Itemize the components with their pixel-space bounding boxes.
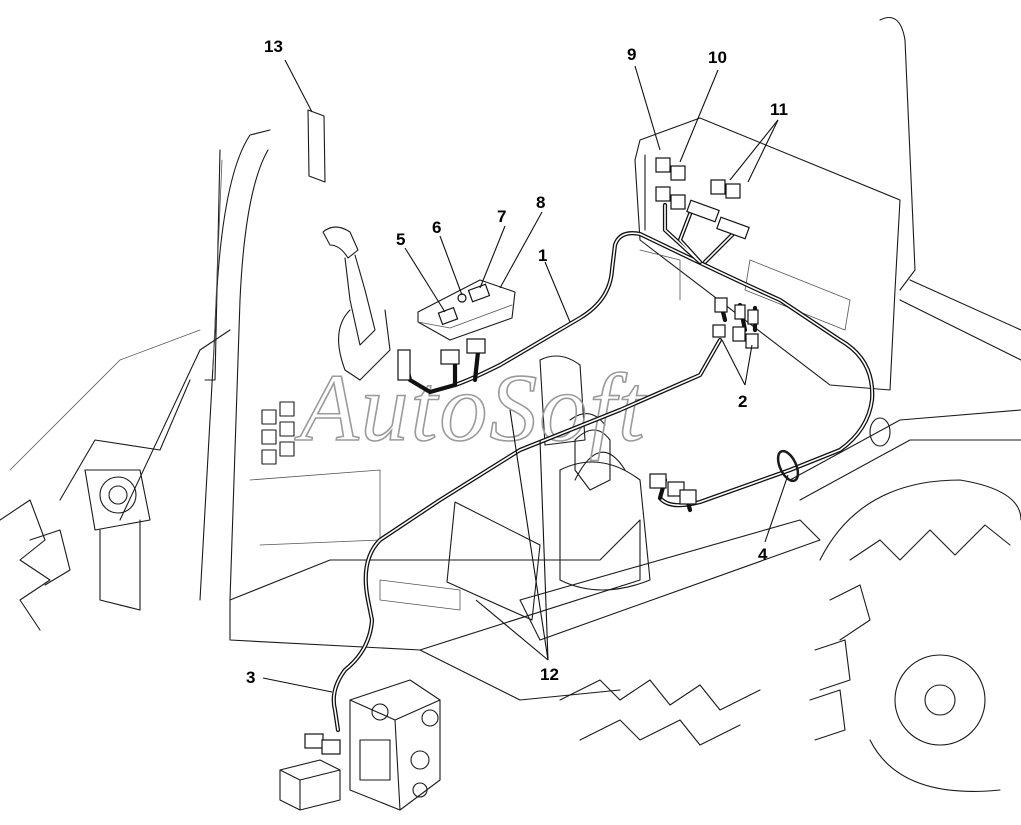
callout-8: 8 [536,193,545,212]
switch-5 [437,306,459,326]
harness-cable-1 [331,202,875,733]
machine-outline [0,16,1021,792]
tire-right [809,479,1021,792]
callout-10: 10 [708,48,727,67]
switch-6 [457,293,467,303]
connector-block-a [686,199,720,223]
leader-lines [262,59,789,693]
callout-4: 4 [758,545,768,564]
connector-armrest-b [466,338,486,354]
cable-clamp-4 [776,449,800,483]
tire-bottom [559,679,761,746]
callout-11: 11 [770,100,788,119]
connector-2d [712,324,726,338]
vent-grille-left [261,401,295,465]
relay-11a [710,179,726,195]
connector-2c [747,309,759,325]
connector-valve-b [321,739,341,755]
callout-3: 3 [246,668,255,687]
callout-1: 1 [538,246,547,265]
connector-4a [649,473,667,489]
relay-9b [655,186,671,202]
relay-9 [655,157,671,173]
control-valve-block [279,679,441,811]
watermark-text: AutoSoft [294,354,647,461]
relay-10b [670,194,686,210]
relay-10 [670,165,686,181]
callout-13: 13 [264,37,283,56]
connector-2b [734,304,746,320]
connector-4c [679,489,697,505]
callout-12: 12 [540,665,559,684]
connector-joystick [397,349,411,381]
callout-5: 5 [396,230,405,249]
document-pocket-12 [446,501,541,621]
callout-2: 2 [738,392,747,411]
connectors [304,157,759,755]
connector-armrest-a [440,349,460,365]
connector-block-b [716,216,750,240]
callout-9: 9 [627,45,636,64]
connector-2e [732,326,746,342]
relay-11b [725,183,741,199]
callout-labels: 13 5 6 7 8 1 9 10 11 2 4 3 12 [246,37,788,687]
decal-label-13 [307,109,326,183]
callout-6: 6 [432,218,441,237]
connector-valve-a [304,733,324,749]
switch-7 [467,283,491,303]
connector-2a [714,297,728,313]
callout-7: 7 [497,207,506,226]
